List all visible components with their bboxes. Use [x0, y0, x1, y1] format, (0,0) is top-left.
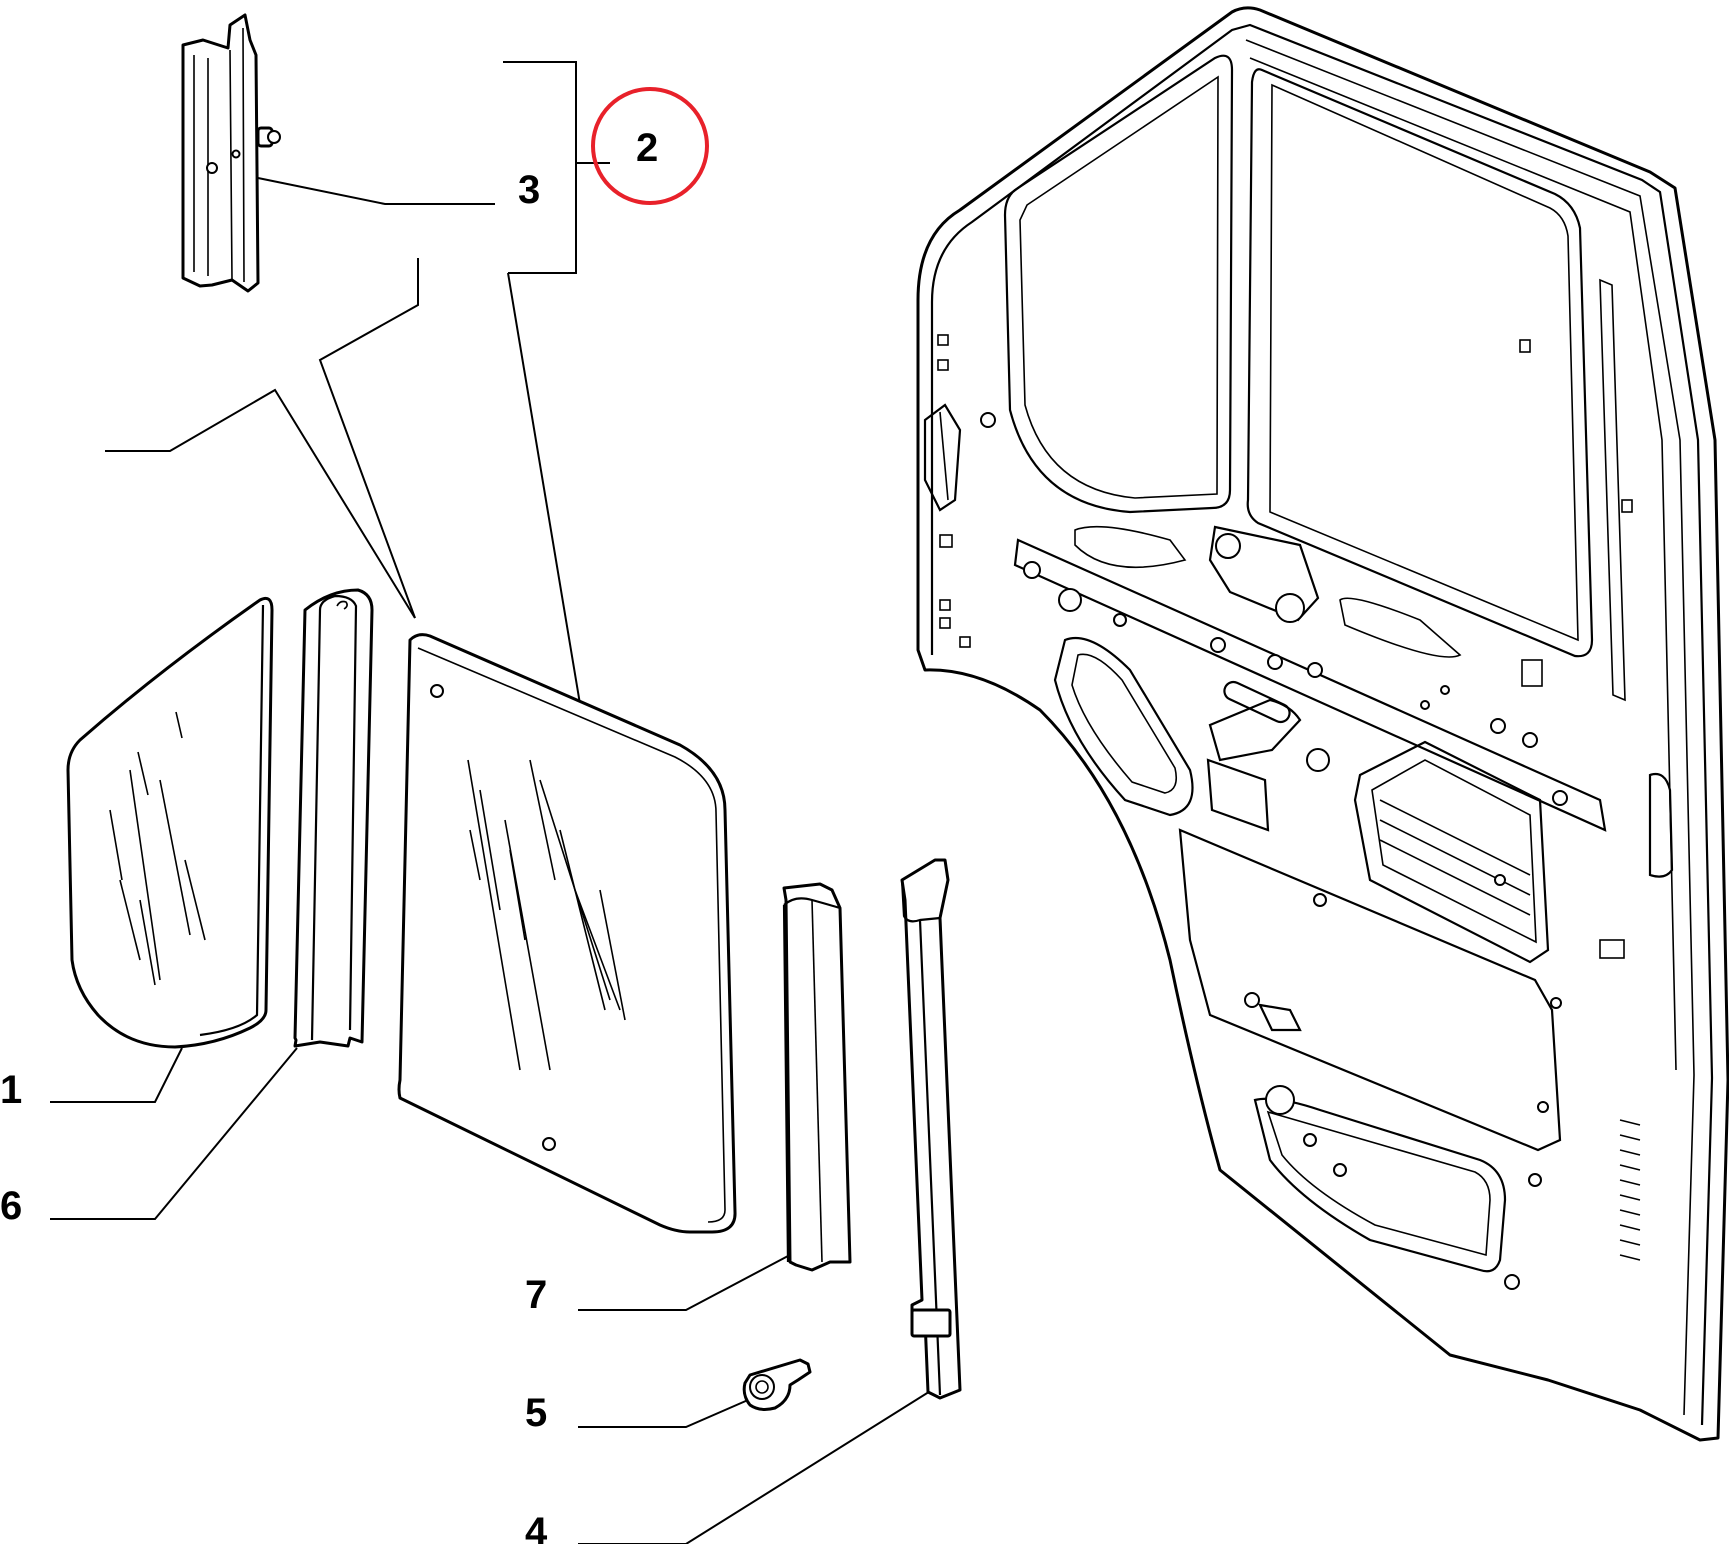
quarter-glass — [66, 596, 274, 1049]
bolt — [742, 1358, 812, 1411]
door-mounting-holes — [980, 412, 1568, 1290]
bracket-2-3 — [503, 61, 577, 274]
leader-6 — [50, 1047, 298, 1220]
callout-1: 1 — [0, 1068, 22, 1112]
run-channel — [293, 588, 374, 1048]
leader-5 — [578, 1399, 749, 1428]
leader-3 — [257, 177, 495, 205]
leader-lines — [50, 61, 933, 1544]
door-small-features — [937, 334, 1633, 959]
callout-7: 7 — [525, 1273, 547, 1317]
leader-1 — [50, 1047, 183, 1103]
leader-4 — [578, 1389, 933, 1544]
guide-rail — [900, 858, 962, 1400]
seal-profile — [782, 882, 852, 1272]
door-glass — [397, 633, 737, 1234]
glass-guide-clip — [181, 13, 281, 293]
callout-6: 6 — [0, 1184, 22, 1228]
callout-2: 2 — [636, 126, 658, 170]
callout-numbers: 1 2 3 4 5 6 7 — [0, 126, 658, 1544]
leader-7 — [578, 1255, 789, 1311]
leader-2-glass — [507, 272, 581, 705]
highlight-circle — [591, 87, 709, 205]
door-inner-panel — [916, 6, 1729, 1442]
callout-3: 3 — [518, 168, 540, 212]
leader-upper-shared — [318, 258, 419, 619]
leader-left-shared — [105, 388, 416, 619]
callout-5: 5 — [525, 1391, 547, 1435]
callout-4: 4 — [525, 1510, 548, 1544]
